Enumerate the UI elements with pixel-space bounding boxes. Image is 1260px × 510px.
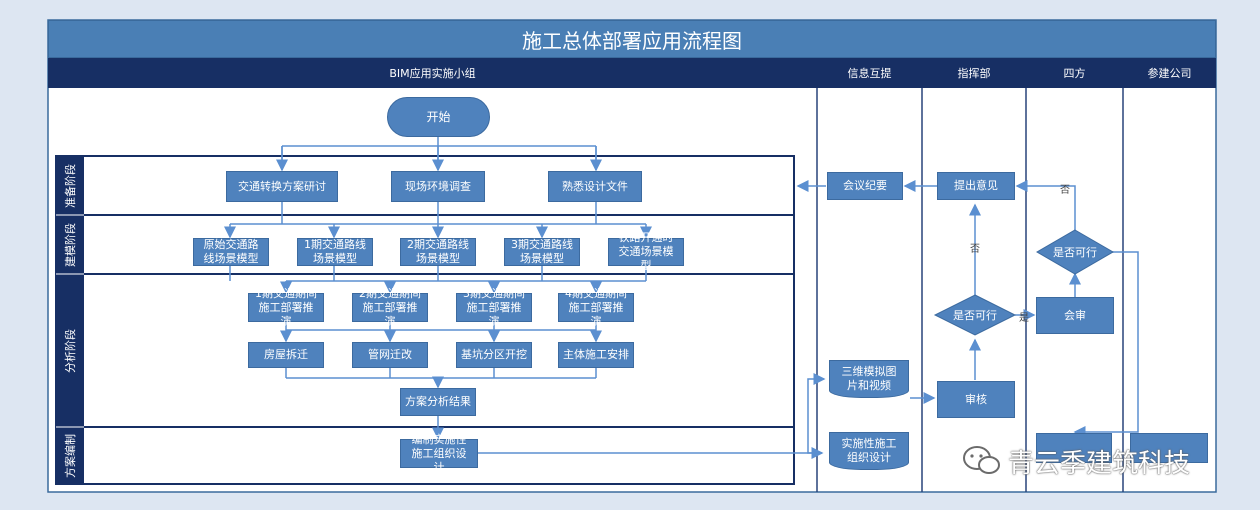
node-analysis-result: 方案分析结果 [400, 388, 476, 416]
edge-label-no-hq: 否 [970, 244, 980, 255]
watermark-text: 青云季建筑科技 [1008, 449, 1191, 479]
node-pit-excavation: 基坑分区开挖 [456, 342, 532, 368]
decision-hq-label: 是否可行 [953, 309, 997, 322]
lane-header-four-parties: 四方 [1026, 58, 1123, 88]
node-model-rail: 铁路开通时交通场景模型 [608, 231, 684, 272]
node-model-original: 原始交通路线场景模型 [193, 238, 269, 266]
node-model-phase1: 1期交通路线场景模型 [297, 238, 373, 266]
node-demolition: 房屋拆迁 [248, 342, 324, 368]
node-model-phase2: 2期交通路线场景模型 [400, 238, 476, 266]
diagram-title: 施工总体部署应用流程图 [48, 20, 1216, 58]
node-org-design: 编制实施性施工组织设计 [400, 433, 478, 474]
node-participating-bottom [1130, 433, 1208, 463]
node-review: 审核 [937, 381, 1015, 418]
node-traffic-study: 交通转换方案研讨 [226, 171, 338, 202]
stage-label-preparation: 准备阶段 [64, 163, 77, 208]
lane-header-bim-team: BIM应用实施小组 [48, 58, 817, 88]
node-submit-opinion: 提出意见 [937, 172, 1015, 200]
node-meeting-minutes: 会议纪要 [827, 172, 903, 200]
wechat-icon [963, 446, 1000, 474]
node-impl-design-doc: 实施性施工组织设计 [829, 432, 909, 470]
stage-label-analysis: 分析阶段 [64, 328, 77, 373]
stage-label-compilation: 方案编制 [64, 433, 77, 478]
node-four-parties-bottom [1036, 433, 1112, 463]
lane-header-participating-companies: 参建公司 [1123, 58, 1216, 88]
node-simulation-phase2: 2期交通期间施工部署推演 [352, 287, 428, 328]
stage-label-modeling: 建模阶段 [64, 222, 77, 267]
node-site-survey: 现场环境调查 [391, 171, 485, 202]
node-main-construction: 主体施工安排 [558, 342, 634, 368]
node-simulation-phase3: 3期交通期间施工部署推演 [456, 287, 532, 328]
decision-four-label: 是否可行 [1053, 246, 1097, 259]
node-design-files: 熟悉设计文件 [548, 171, 642, 202]
node-joint-review: 会审 [1036, 297, 1114, 334]
node-model-phase3: 3期交通路线场景模型 [504, 238, 580, 266]
node-simulation-phase1: 1期交通期间施工部署推演 [248, 287, 324, 328]
lane-header-info-exchange: 信息互提 [817, 58, 922, 88]
node-simulation-images: 三维模拟图片和视频 [829, 360, 909, 398]
node-start: 开始 [387, 97, 490, 137]
edge-label-yes-hq: 是 [1019, 313, 1029, 324]
lane-header-headquarters: 指挥部 [922, 58, 1026, 88]
node-pipe-relocation: 管网迁改 [352, 342, 428, 368]
node-simulation-phase4: 4期交通期间施工部署推演 [558, 287, 634, 328]
edge-label-no-four: 否 [1060, 185, 1070, 196]
